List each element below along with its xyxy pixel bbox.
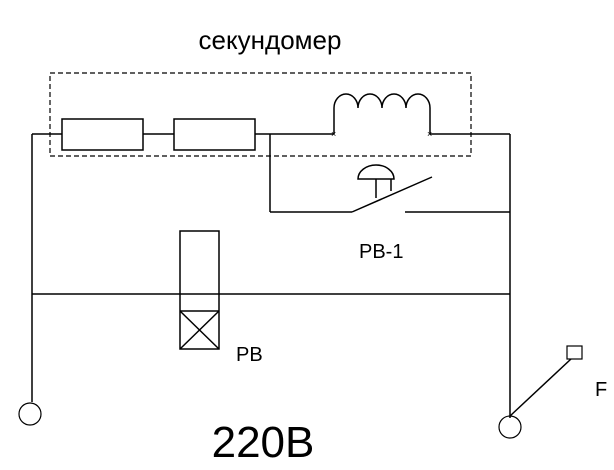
title-label: секундомер xyxy=(199,25,342,55)
coil-terminal-left: × xyxy=(331,129,336,139)
time-delay-arc xyxy=(357,164,395,180)
switch-lever xyxy=(509,358,572,417)
relay-coil-cross-2 xyxy=(179,310,220,350)
relay-coil-label: РВ xyxy=(236,344,263,366)
resistor-1 xyxy=(61,118,144,151)
stopwatch-coil xyxy=(333,93,431,134)
left-terminal xyxy=(18,402,42,426)
resistor-2 xyxy=(173,118,256,151)
voltage-label: 220В xyxy=(212,418,315,467)
relay-coil xyxy=(179,230,220,350)
switch-head xyxy=(566,345,583,360)
stopwatch-enclosure xyxy=(49,72,472,157)
switch-label: F xyxy=(595,379,607,401)
right-terminal xyxy=(498,415,522,439)
relay-contact-label: РВ-1 xyxy=(359,241,403,263)
coil-terminal-right: × xyxy=(427,129,432,139)
relay-contact-blade xyxy=(351,176,433,213)
